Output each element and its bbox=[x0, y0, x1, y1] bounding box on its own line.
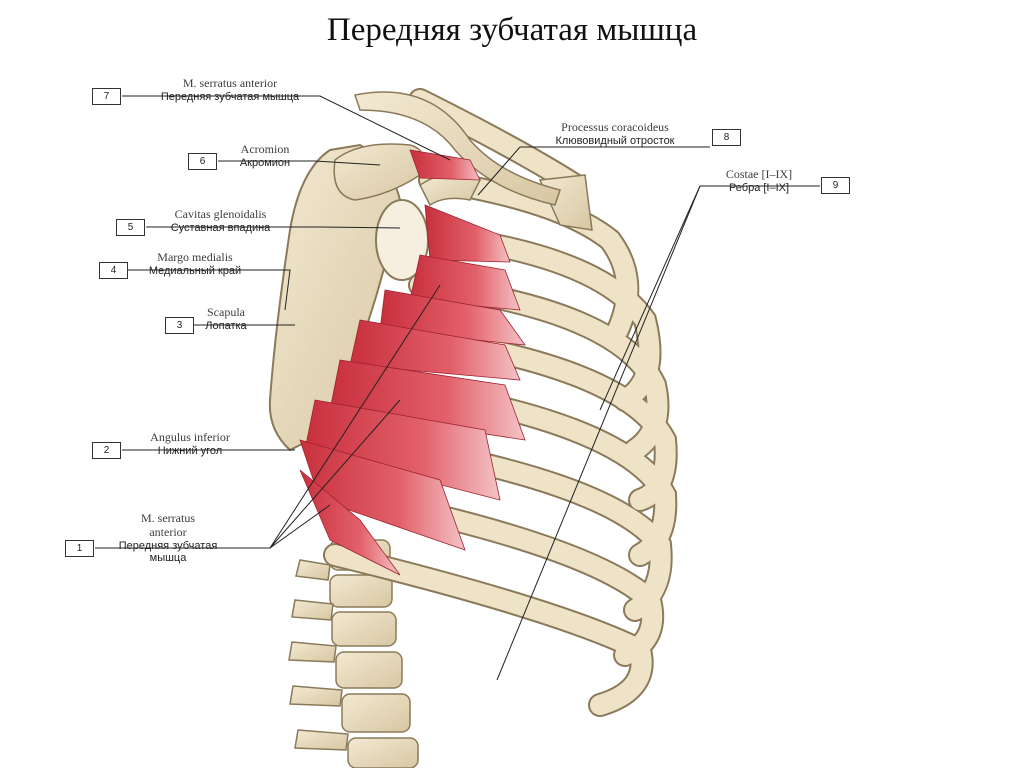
slide-title: Передняя зубчатая мышца bbox=[326, 12, 698, 48]
label-7-number: 7 bbox=[92, 88, 121, 105]
label-6-russian: Акромион bbox=[239, 156, 291, 169]
vertebral-column bbox=[288, 539, 419, 768]
label-3-russian: Лопатка bbox=[205, 319, 247, 332]
label-5-russian: Суставная впадина bbox=[170, 221, 271, 234]
label-7-latin: M. serratus anterior bbox=[182, 76, 278, 90]
label-8-number: 8 bbox=[712, 129, 741, 146]
label-6-number: 6 bbox=[188, 153, 217, 170]
label-2: Angulus inferior Нижний угол bbox=[125, 430, 255, 457]
label-3: Scapula Лопатка bbox=[196, 305, 256, 332]
label-9-russian: Ребра [I–IX] bbox=[728, 181, 790, 194]
label-1: M. serratus anterior Передняя зубчатая м… bbox=[98, 511, 238, 565]
label-6: Acromion Акромион bbox=[220, 142, 310, 169]
label-2-number: 2 bbox=[92, 442, 121, 459]
leader-lines bbox=[95, 95, 820, 681]
label-7-russian: Передняя зубчатая мышца bbox=[160, 90, 300, 103]
label-4: Margo medialis Медиальный край bbox=[130, 250, 260, 277]
label-8-latin: Processus coracoideus bbox=[561, 120, 669, 134]
label-1-latin-line1: M. serratus bbox=[141, 511, 195, 525]
serratus-anterior-muscle bbox=[299, 149, 526, 576]
label-3-number: 3 bbox=[165, 317, 194, 334]
label-4-latin: Margo medialis bbox=[157, 250, 233, 264]
label-8: Processus coracoideus Клювовидный отрост… bbox=[520, 120, 710, 147]
label-2-latin: Angulus inferior bbox=[150, 430, 230, 444]
label-5: Cavitas glenoidalis Суставная впадина bbox=[148, 207, 293, 234]
label-7: M. serratus anterior Передняя зубчатая м… bbox=[125, 76, 335, 103]
label-9: Costae [I–IX] Ребра [I–IX] bbox=[700, 167, 818, 194]
label-2-russian: Нижний угол bbox=[157, 444, 223, 457]
label-1-latin-line2: anterior bbox=[149, 524, 187, 539]
label-5-number: 5 bbox=[116, 219, 145, 236]
label-4-number: 4 bbox=[99, 262, 128, 279]
label-8-russian: Клювовидный отросток bbox=[555, 134, 675, 147]
label-1-number: 1 bbox=[65, 540, 94, 557]
label-9-number: 9 bbox=[821, 177, 850, 194]
label-4-russian: Медиальный край bbox=[148, 264, 242, 277]
label-6-latin: Acromion bbox=[240, 142, 290, 156]
label-3-latin: Scapula bbox=[207, 305, 245, 319]
acromion-shape bbox=[333, 143, 425, 201]
clavicle bbox=[354, 91, 561, 206]
label-1-russian-line1: Передняя зубчатая bbox=[118, 539, 218, 552]
label-9-latin: Costae [I–IX] bbox=[725, 167, 793, 181]
label-5-latin: Cavitas glenoidalis bbox=[174, 207, 267, 221]
label-1-russian-line2: мышца bbox=[149, 552, 187, 565]
